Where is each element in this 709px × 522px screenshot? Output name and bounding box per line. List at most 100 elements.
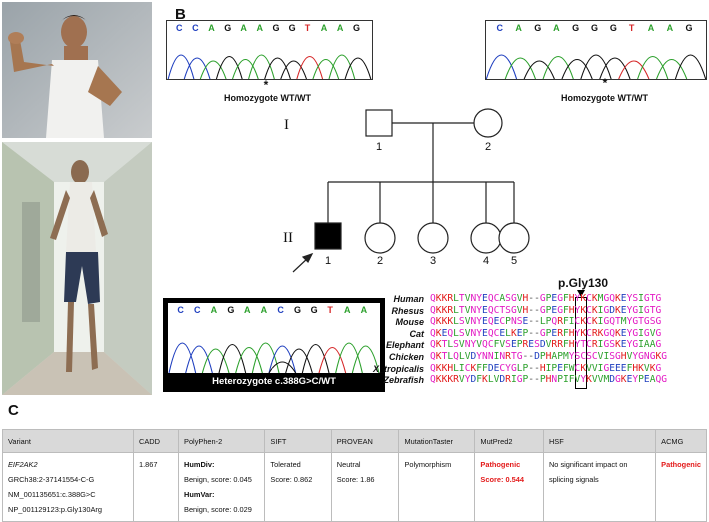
sequence-row: QKKHLICKFFDECYGLP--HIPEFWCKVVIGEEEFHKVKG (430, 362, 662, 374)
trace-peak (199, 60, 227, 79)
trace-peak (235, 347, 263, 373)
base-call: C (194, 305, 201, 315)
protein-change: NP_001129123:p.Gly130Arg (8, 505, 102, 514)
patient-photo-upper (2, 2, 152, 138)
species-label: Rhesus (391, 305, 424, 316)
base-call: C (496, 23, 503, 33)
trace-peak (344, 57, 372, 79)
individual-label: 5 (510, 255, 518, 267)
trace-peak (504, 57, 537, 79)
mutpred2-cell: Pathogenic Score: 0.544 (474, 452, 544, 522)
species-label: Human (393, 294, 424, 304)
father-symbol (365, 109, 393, 137)
trace-peak (599, 57, 631, 79)
species-label: Mouse (395, 317, 424, 328)
acmg-cell: Pathogenic (655, 452, 707, 522)
genomic-coordinate: GRCh38:2-37141554-C-G (8, 475, 95, 484)
base-call: G (572, 23, 580, 33)
individual-label: 3 (429, 255, 437, 267)
trace-peak (655, 59, 688, 79)
trace-peak (486, 54, 518, 79)
variant-cell: EIF2AK2 GRCh38:2-37141554-C-G NM_0011356… (1, 452, 135, 522)
transcript-change: NM_001135651:c.388G>C (8, 490, 96, 499)
column-header: ACMG (655, 429, 707, 453)
chromatogram-genotype-label: Homozygote WT/WT (561, 93, 648, 103)
base-call: A (360, 305, 368, 315)
base-call: G (310, 305, 318, 315)
chromatogram-star: * (602, 76, 608, 90)
trace-peak (542, 56, 574, 79)
sequence-row: QKKKLSVNYEQECPNSE--LPQRFICKCKIGQTMYGTGSG (430, 316, 662, 328)
trace-peak (335, 342, 363, 373)
base-call: G (288, 23, 296, 33)
panel-label-b: B (175, 6, 186, 23)
base-call: A (553, 23, 560, 33)
sequence-row: QKKRLTVNYEQCTSGVH--GPEGFHYKCKIGDKEYGIGTG (430, 304, 662, 316)
sequence-row: QKKKRVYDFKLVDRIGP--PHNPIFVYKVVMDGKEYPEAQ… (430, 374, 668, 386)
column-header: MutPred2 (474, 429, 544, 453)
alignment-marker-label: p.Gly130 (558, 276, 609, 290)
chromatogram-star: * (263, 78, 269, 92)
mutpred2-prediction: Pathogenic (480, 460, 521, 469)
trace-peak (285, 348, 313, 373)
column-header: CADD (133, 429, 180, 453)
alignment-marker-arrow (577, 290, 585, 297)
hsf-cell: No significant impact on splicing signal… (542, 452, 657, 522)
pedigree (292, 108, 530, 273)
trace-peak (185, 345, 213, 373)
trace-peak (312, 58, 340, 79)
trace-peak (167, 54, 195, 79)
species-label: Cat (409, 328, 424, 339)
panel-label-c: C (8, 402, 19, 419)
base-call: A (244, 305, 251, 315)
trace-peak (215, 56, 243, 79)
mother-symbol (473, 108, 503, 138)
base-call: T (304, 23, 311, 33)
sift-prediction: Tolerated (270, 460, 301, 469)
sister-symbol (470, 222, 502, 254)
base-call: A (320, 23, 328, 33)
trace-peak (183, 57, 211, 79)
alignment-highlight-column (575, 297, 587, 389)
humdiv-label: HumDiv: (184, 460, 215, 469)
base-call: G (685, 23, 693, 33)
mutpred2-score: Score: 0.544 (480, 475, 524, 484)
individual-label: 2 (376, 255, 384, 267)
individual-label: 2 (484, 141, 492, 153)
trace-peak (674, 54, 706, 79)
sister-symbol (364, 222, 396, 254)
patient-photo-lower (2, 142, 152, 395)
proband-symbol (314, 222, 342, 250)
base-call: T (628, 23, 635, 33)
species-label: Chicken (388, 352, 424, 362)
base-call: C (192, 23, 199, 33)
trace-peak (231, 58, 259, 79)
trace-peak (561, 59, 593, 79)
provean-prediction: Neutral (336, 460, 361, 469)
provean-cell: Neutral Score: 1.86 (330, 452, 400, 522)
base-call: A (666, 23, 674, 33)
base-call: G (294, 305, 302, 315)
variant-prediction-table: Variant CADD PolyPhen-2 SIFT PROVEAN Mut… (1, 429, 707, 522)
base-call: T (327, 305, 333, 315)
base-call: A (336, 23, 344, 33)
humvar-value: Benign, score: 0.029 (184, 505, 252, 514)
sequence-row: QKTLSVNYVQCFVSEPRESDVRRFHYTCRIGSKEYGIAAG (430, 339, 662, 351)
trace-peak (523, 60, 555, 79)
polyphen-cell: HumDiv: Benign, score: 0.045 HumVar: Ben… (178, 452, 266, 522)
sequence-row: QKKRLTVNYEQCASGVH--GPEGFHYKCKMGQKEYSIGTG (430, 293, 662, 304)
chromatogram-genotype-label: Homozygote WT/WT (224, 93, 311, 103)
chromatogram-trace (167, 54, 372, 79)
base-call: A (344, 305, 351, 315)
generation-label-ii: II (283, 230, 293, 246)
trace-peak (264, 57, 291, 79)
chromatogram-genotype-label: Heterozygote c.388G>C/WT (212, 376, 336, 387)
trace-peak (248, 54, 275, 79)
column-header: PolyPhen-2 (178, 429, 266, 453)
base-call: A (208, 23, 215, 33)
base-call: G (609, 23, 617, 33)
